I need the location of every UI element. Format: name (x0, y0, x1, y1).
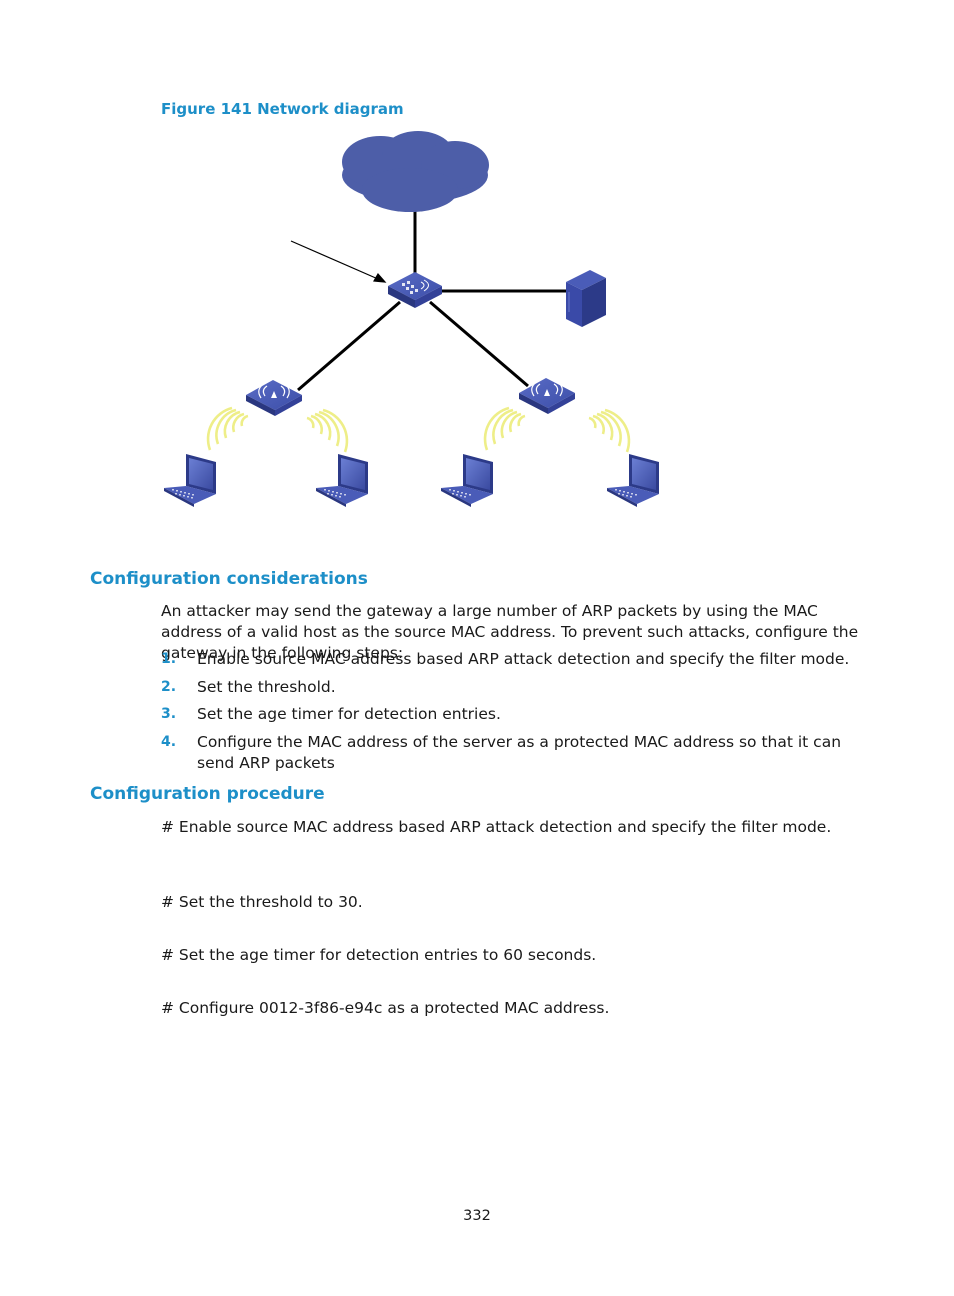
laptop-icon-2 (316, 454, 368, 507)
internet-cloud-icon (342, 131, 489, 212)
step-number: 1. (161, 649, 176, 670)
network-diagram (150, 125, 690, 525)
step-number: 2. (161, 677, 176, 698)
considerations-heading: Configuration considerations (90, 569, 368, 589)
laptop-icon-1 (164, 454, 216, 507)
pointer-arrow (291, 241, 385, 282)
step-text: Set the threshold. (197, 677, 869, 698)
access-point-right-icon (519, 378, 575, 414)
procedure-comment: # Set the threshold to 30. (161, 892, 363, 913)
procedure-comment: # Enable source MAC address based ARP at… (161, 817, 831, 838)
step-text: Set the age timer for detection entries. (197, 704, 869, 725)
procedure-comment: # Configure 0012-3f86-e94c as a protecte… (161, 998, 609, 1019)
page-number: 332 (0, 1208, 954, 1224)
step-text: Configure the MAC address of the server … (197, 732, 869, 774)
access-point-left-icon (246, 380, 302, 416)
laptop-icon-3 (441, 454, 493, 507)
procedure-heading: Configuration procedure (90, 784, 325, 804)
gateway-device-icon (388, 272, 442, 308)
figure-caption: Figure 141 Network diagram (161, 100, 404, 118)
laptop-icon-4 (607, 454, 659, 507)
step-number: 3. (161, 704, 176, 725)
server-icon (566, 270, 606, 327)
wifi-signal-icons (208, 408, 629, 452)
step-number: 4. (161, 732, 176, 753)
procedure-comment: # Set the age timer for detection entrie… (161, 945, 596, 966)
step-text: Enable source MAC address based ARP atta… (197, 649, 869, 670)
